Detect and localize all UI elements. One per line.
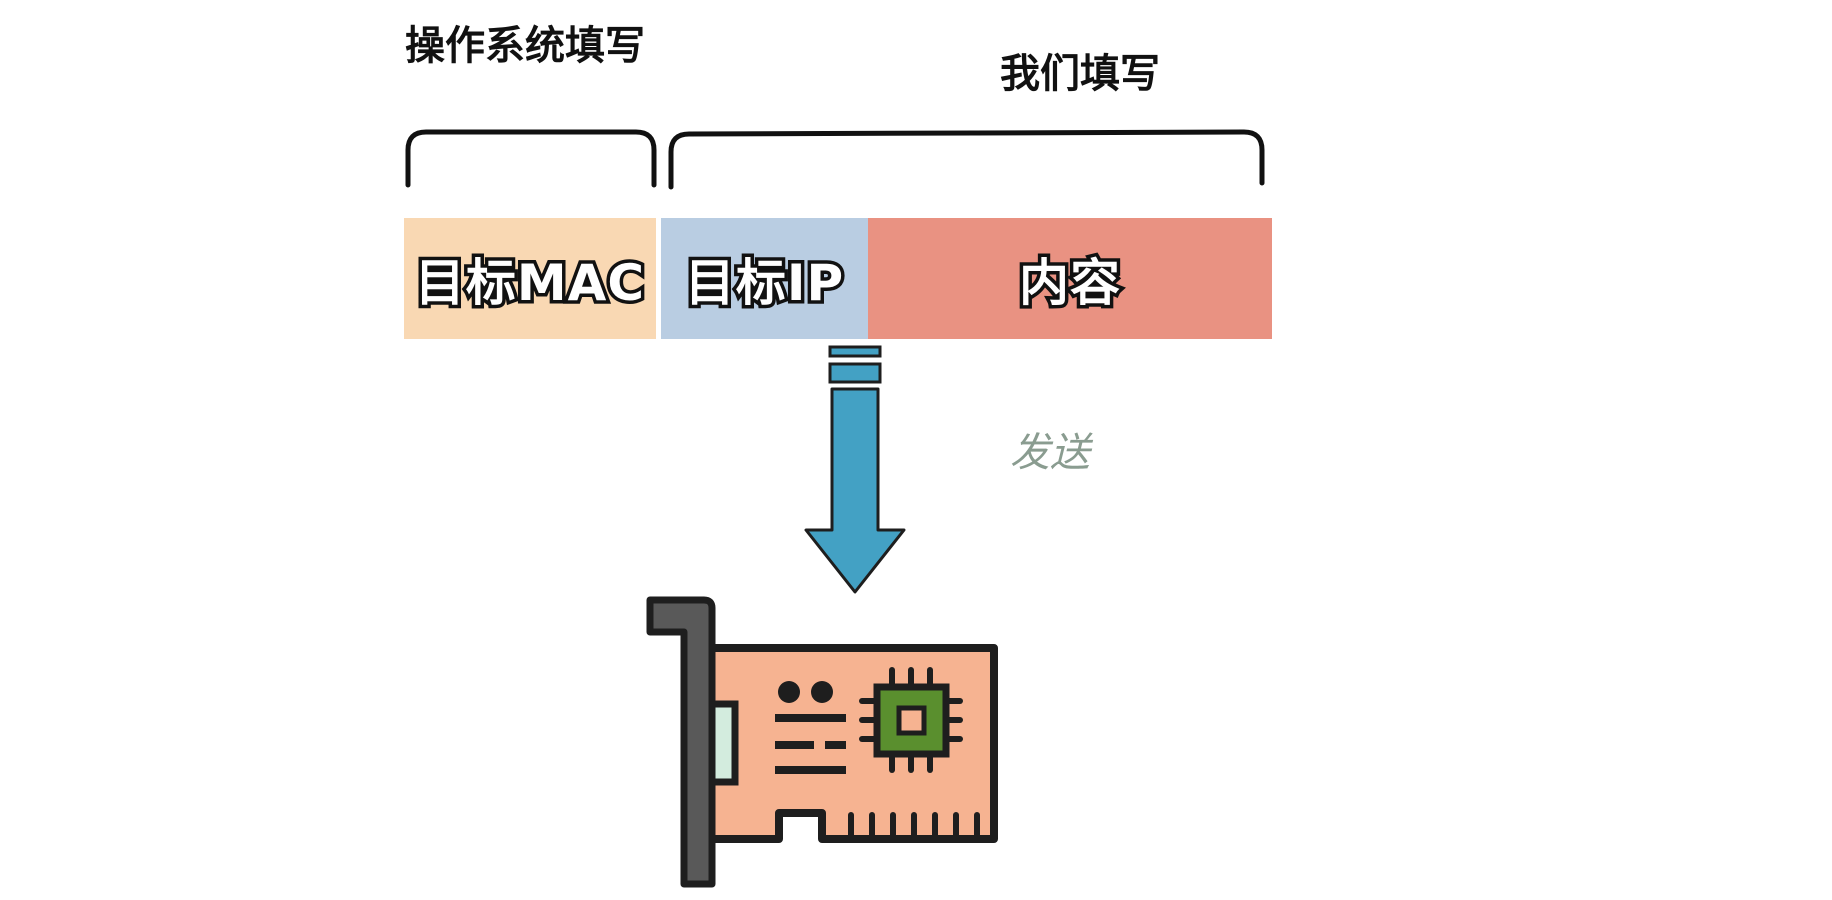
nic-led-2 [811,681,833,703]
nic-bracket [646,596,716,888]
os-brace [405,129,657,188]
nic-chip-core [896,705,927,736]
field-content: 内容 [868,218,1272,339]
nic-pins [848,812,980,839]
field-dest-ip: 目标IP [661,218,868,339]
we-brace [668,129,1265,190]
nic-port [708,700,739,786]
we-fill-label: 我们填写 [1000,51,1160,97]
field-dest-mac: 目标MAC [404,218,656,339]
os-fill-label: 操作系统填写 [405,23,645,69]
nic-traces [775,714,846,774]
nic-board [702,644,998,843]
nic-led-1 [778,681,800,703]
send-label: 发送 [1010,430,1090,476]
